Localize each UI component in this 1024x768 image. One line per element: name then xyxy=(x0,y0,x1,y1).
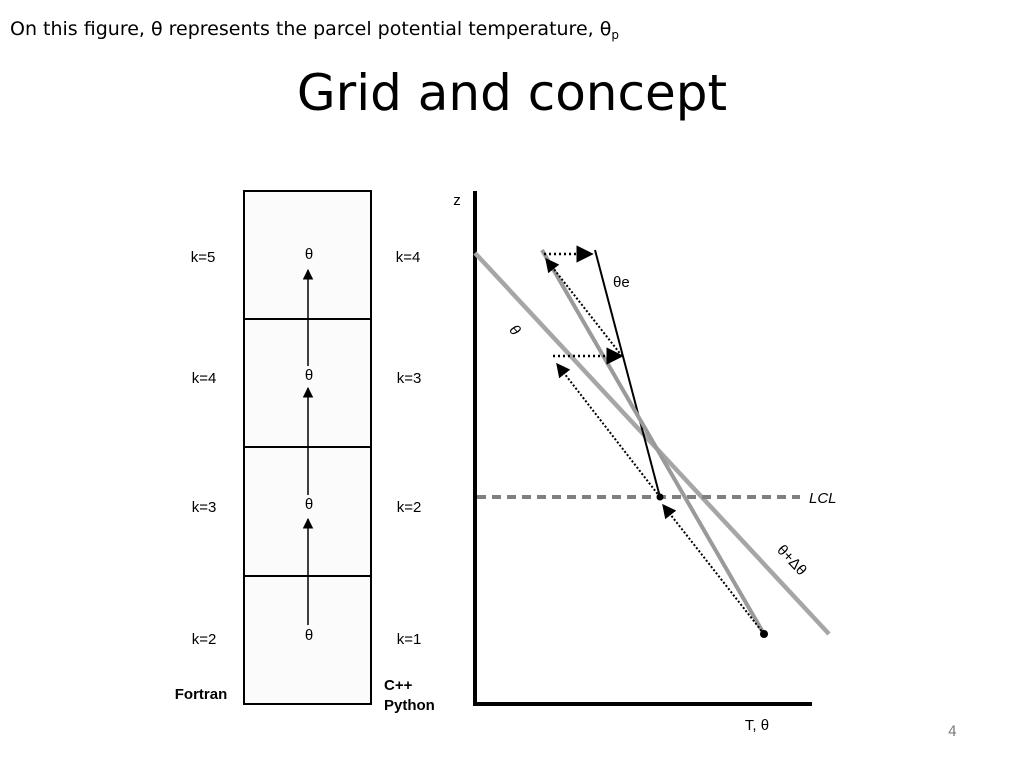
k-label-left: k=4 xyxy=(192,370,217,387)
figure-note-text: On this figure, θ represents the parcel … xyxy=(10,18,612,40)
k-label-right: k=1 xyxy=(397,631,422,648)
theta-line-label: θ xyxy=(506,322,524,340)
k-label-right: k=2 xyxy=(397,499,422,516)
parcel-plot: z T, θ θ θ+Δθ LCL θe xyxy=(453,191,837,734)
cpp-caption: C++ xyxy=(384,677,413,694)
slide-title: Grid and concept xyxy=(296,64,728,122)
grid-column: θ θ θ θ k=5 k=4 k=3 k=2 k=4 k=3 k=2 k=1 … xyxy=(175,190,435,714)
z-axis-label: z xyxy=(453,192,461,209)
theta-delta-label: θ+Δθ xyxy=(773,542,810,580)
cell-theta: θ xyxy=(305,246,313,263)
cell-theta: θ xyxy=(305,627,313,644)
lcl-intersection-point xyxy=(656,493,664,501)
theta-e-label: θe xyxy=(613,274,630,291)
python-caption: Python xyxy=(384,697,435,714)
lcl-label: LCL xyxy=(809,490,837,507)
fortran-caption: Fortran xyxy=(175,686,228,703)
slide-number: 4 xyxy=(948,724,957,740)
parcel-start-point xyxy=(760,630,768,638)
parcel-path-segment xyxy=(556,362,661,498)
k-label-left: k=3 xyxy=(192,499,217,516)
parcel-path-segment xyxy=(545,257,623,357)
theta-e-line xyxy=(594,249,661,498)
x-axis-label: T, θ xyxy=(745,717,769,734)
k-label-right: k=4 xyxy=(396,249,421,266)
cell-theta: θ xyxy=(305,496,313,513)
figure-note: On this figure, θ represents the parcel … xyxy=(10,18,619,42)
k-label-right: k=3 xyxy=(397,370,422,387)
figure-note-subscript: p xyxy=(611,28,619,42)
cell-theta: θ xyxy=(305,367,313,384)
parcel-path-shade xyxy=(540,248,766,636)
k-label-left: k=5 xyxy=(191,249,216,266)
parcel-path-segment xyxy=(662,503,765,635)
k-label-left: k=2 xyxy=(192,631,217,648)
